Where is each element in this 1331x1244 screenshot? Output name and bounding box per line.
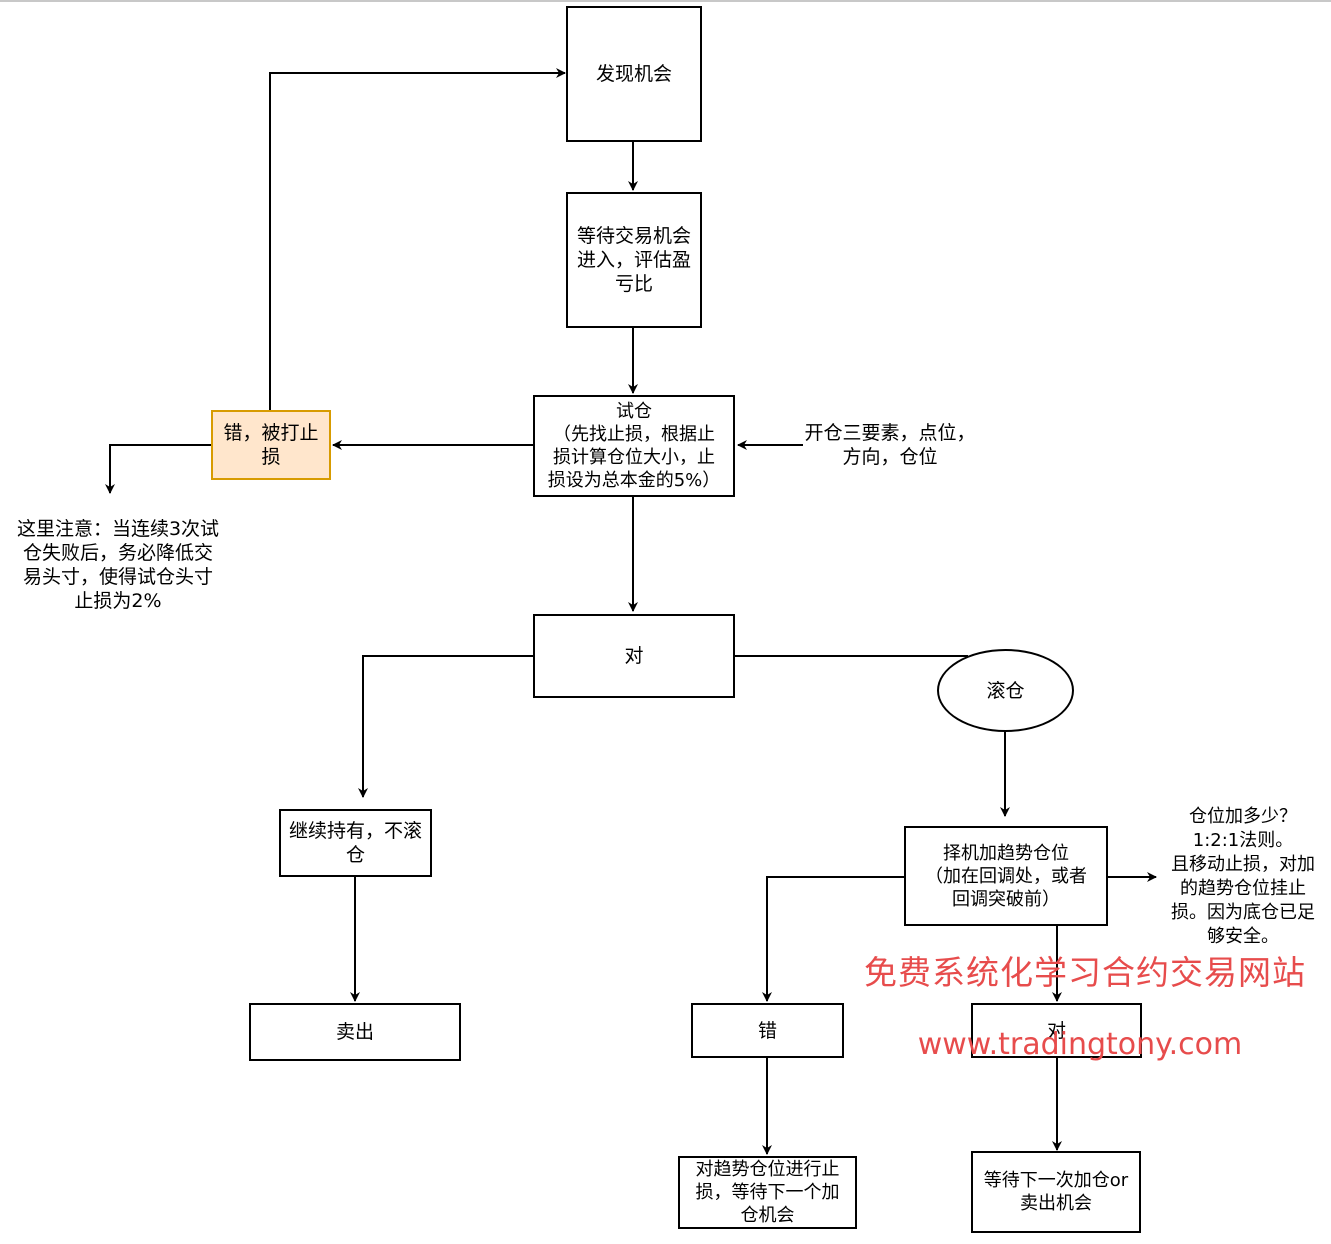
node-keep-holding: 继续持有，不滚 仓 bbox=[279, 809, 432, 877]
node-trial-position: 试仓 （先找止损，根据止 损计算仓位大小，止 损设为总本金的5%） bbox=[533, 395, 735, 497]
watermark-title: 免费系统化学习合约交易网站 bbox=[864, 953, 1306, 992]
node-wrong-stopped: 错，被打止 损 bbox=[211, 410, 331, 480]
node-sell: 卖出 bbox=[249, 1003, 461, 1061]
node-wait-trade: 等待交易机会 进入，评估盈 亏比 bbox=[566, 192, 702, 328]
node-stop-trend: 对趋势仓位进行止 损，等待下一个加 仓机会 bbox=[678, 1156, 857, 1229]
node-discover-opportunity: 发现机会 bbox=[566, 6, 702, 142]
top-border bbox=[0, 0, 1331, 2]
edge-right-hold bbox=[358, 655, 533, 798]
node-rolling-position: 滚仓 bbox=[937, 649, 1074, 732]
edge-wrong-note bbox=[105, 444, 211, 494]
node-right: 对 bbox=[533, 614, 735, 698]
note-position-rule: 仓位加多少？ 1:2:1法则。 且移动止损，对加 的趋势仓位挂止 损。因为底仓已… bbox=[1171, 806, 1315, 947]
note-attention: 这里注意：当连续3次试 仓失败后，务必降低交 易头寸，使得试仓头寸 止损为2% bbox=[16, 518, 220, 612]
note-three-elements: 开仓三要素，点位， 方向，仓位 bbox=[804, 422, 976, 468]
edge-wrong-discover bbox=[269, 68, 566, 410]
node-add-trend-position: 择机加趋势仓位 （加在回调处，或者 回调突破前） bbox=[904, 826, 1108, 926]
node-right2: 对 bbox=[971, 1003, 1142, 1058]
node-wait-next: 等待下一次加仓or 卖出机会 bbox=[971, 1151, 1141, 1233]
node-wrong2: 错 bbox=[691, 1003, 844, 1058]
watermark-url: www.tradingtony.com bbox=[917, 1027, 1243, 1062]
edge-add-wrong2 bbox=[762, 876, 905, 1002]
